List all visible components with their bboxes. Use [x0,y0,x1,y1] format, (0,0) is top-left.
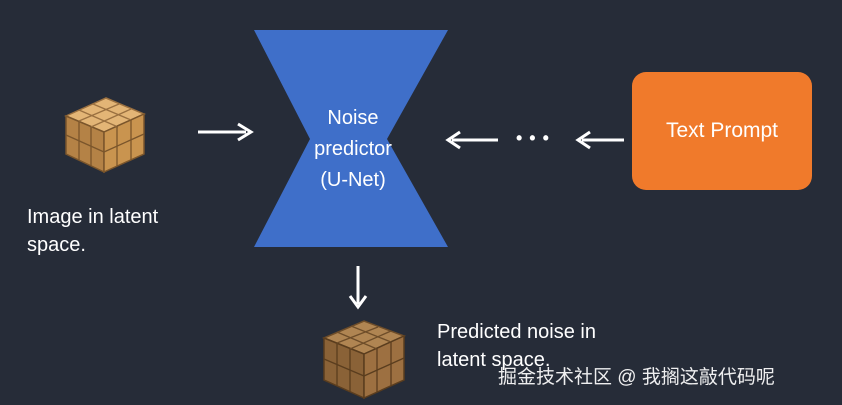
arrow-unet-to-output [348,266,368,310]
input-label-line-2: space. [27,234,86,256]
arrow-prompt-to-ellipsis [575,130,624,150]
watermark-text: 掘金技术社区 @ 我搁这敲代码呢 [498,367,775,388]
unet-label-line-3: (U-Net) [320,169,386,191]
unet-label-line-1: Noise [327,107,379,129]
arrow-ellipsis-to-unet [445,130,498,150]
unet-label: Noise predictor (U-Net) [288,103,418,196]
input-label-line-1: Image in latent [27,206,159,228]
ellipsis: • • • [516,128,550,148]
unet-label-line-2: predictor [314,138,392,160]
text-prompt-box: Text Prompt [632,72,812,190]
unet-hourglass-shape [254,30,448,247]
output-label: Predicted noise in latent space. [437,318,596,374]
output-noise-cube-icon [322,320,406,400]
text-prompt-label: Text Prompt [665,119,779,142]
input-latent-cube-icon [64,97,146,174]
output-label-line-1: Predicted noise in [437,321,596,343]
output-label-line-2: latent space. [437,349,551,371]
input-label: Image in latent space. [27,203,158,259]
arrow-input-to-unet [198,122,254,142]
